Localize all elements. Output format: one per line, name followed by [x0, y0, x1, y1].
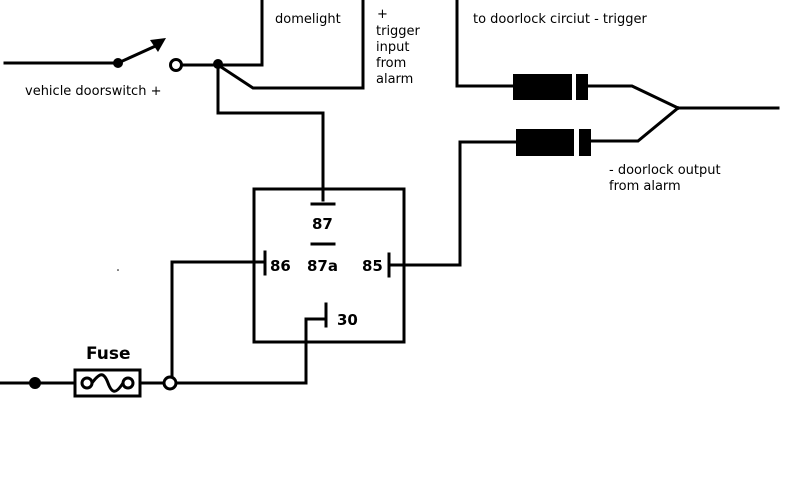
- doorswitch-label: vehicle doorswitch +: [25, 84, 161, 99]
- pin-85-label: 85: [362, 257, 383, 275]
- pin-30-label: 30: [337, 311, 358, 329]
- stray-dot: [117, 269, 119, 271]
- doorlock-trigger-wire: [455, 0, 517, 88]
- pin86-wire: [170, 260, 267, 385]
- pin-87-label: 87: [312, 215, 333, 233]
- connector-join-top: [586, 84, 681, 111]
- fuse-right-terminal: [121, 376, 135, 390]
- switch-contact-terminal: [169, 58, 183, 72]
- pin85-wire: [387, 140, 520, 267]
- pin87-wire: [216, 63, 325, 202]
- pin-86-label: 86: [270, 257, 291, 275]
- trigger-label-line3: from: [376, 56, 406, 71]
- junction-dot: [213, 59, 223, 69]
- trigger-plus-label: +: [377, 7, 388, 22]
- switch-lever: [116, 42, 162, 65]
- doorlock-output-label-line1: - doorlock output: [609, 163, 721, 178]
- connector-bottom-cap: [579, 129, 591, 156]
- trigger-label-line4: alarm: [376, 72, 413, 87]
- connector-top-body: [513, 74, 572, 100]
- trigger-input-wire: [215, 0, 365, 90]
- fuse-terminal-junction: [162, 375, 178, 391]
- connector-join-bottom: [588, 105, 681, 143]
- fuse-element: [90, 373, 125, 393]
- doorlock-output-label-line2: from alarm: [609, 179, 681, 194]
- domelight-label: domelight: [275, 12, 341, 27]
- switch-arrow-head: [150, 38, 166, 52]
- trigger-label-line2: input: [376, 40, 409, 55]
- pin-87a-label: 87a: [307, 257, 338, 275]
- connector-bottom-body: [516, 129, 574, 156]
- connector-top-cap: [576, 74, 588, 100]
- switch-pivot-dot: [113, 58, 123, 68]
- fuse-label: Fuse: [86, 344, 131, 364]
- trigger-label-line1: trigger: [376, 24, 421, 39]
- power-input-dot: [29, 377, 41, 389]
- fuse-left-terminal: [80, 376, 94, 390]
- doorlock-trigger-label: to doorlock circiut - trigger: [473, 12, 647, 27]
- fuse-body: [73, 368, 142, 398]
- pin30-wire: [304, 317, 328, 383]
